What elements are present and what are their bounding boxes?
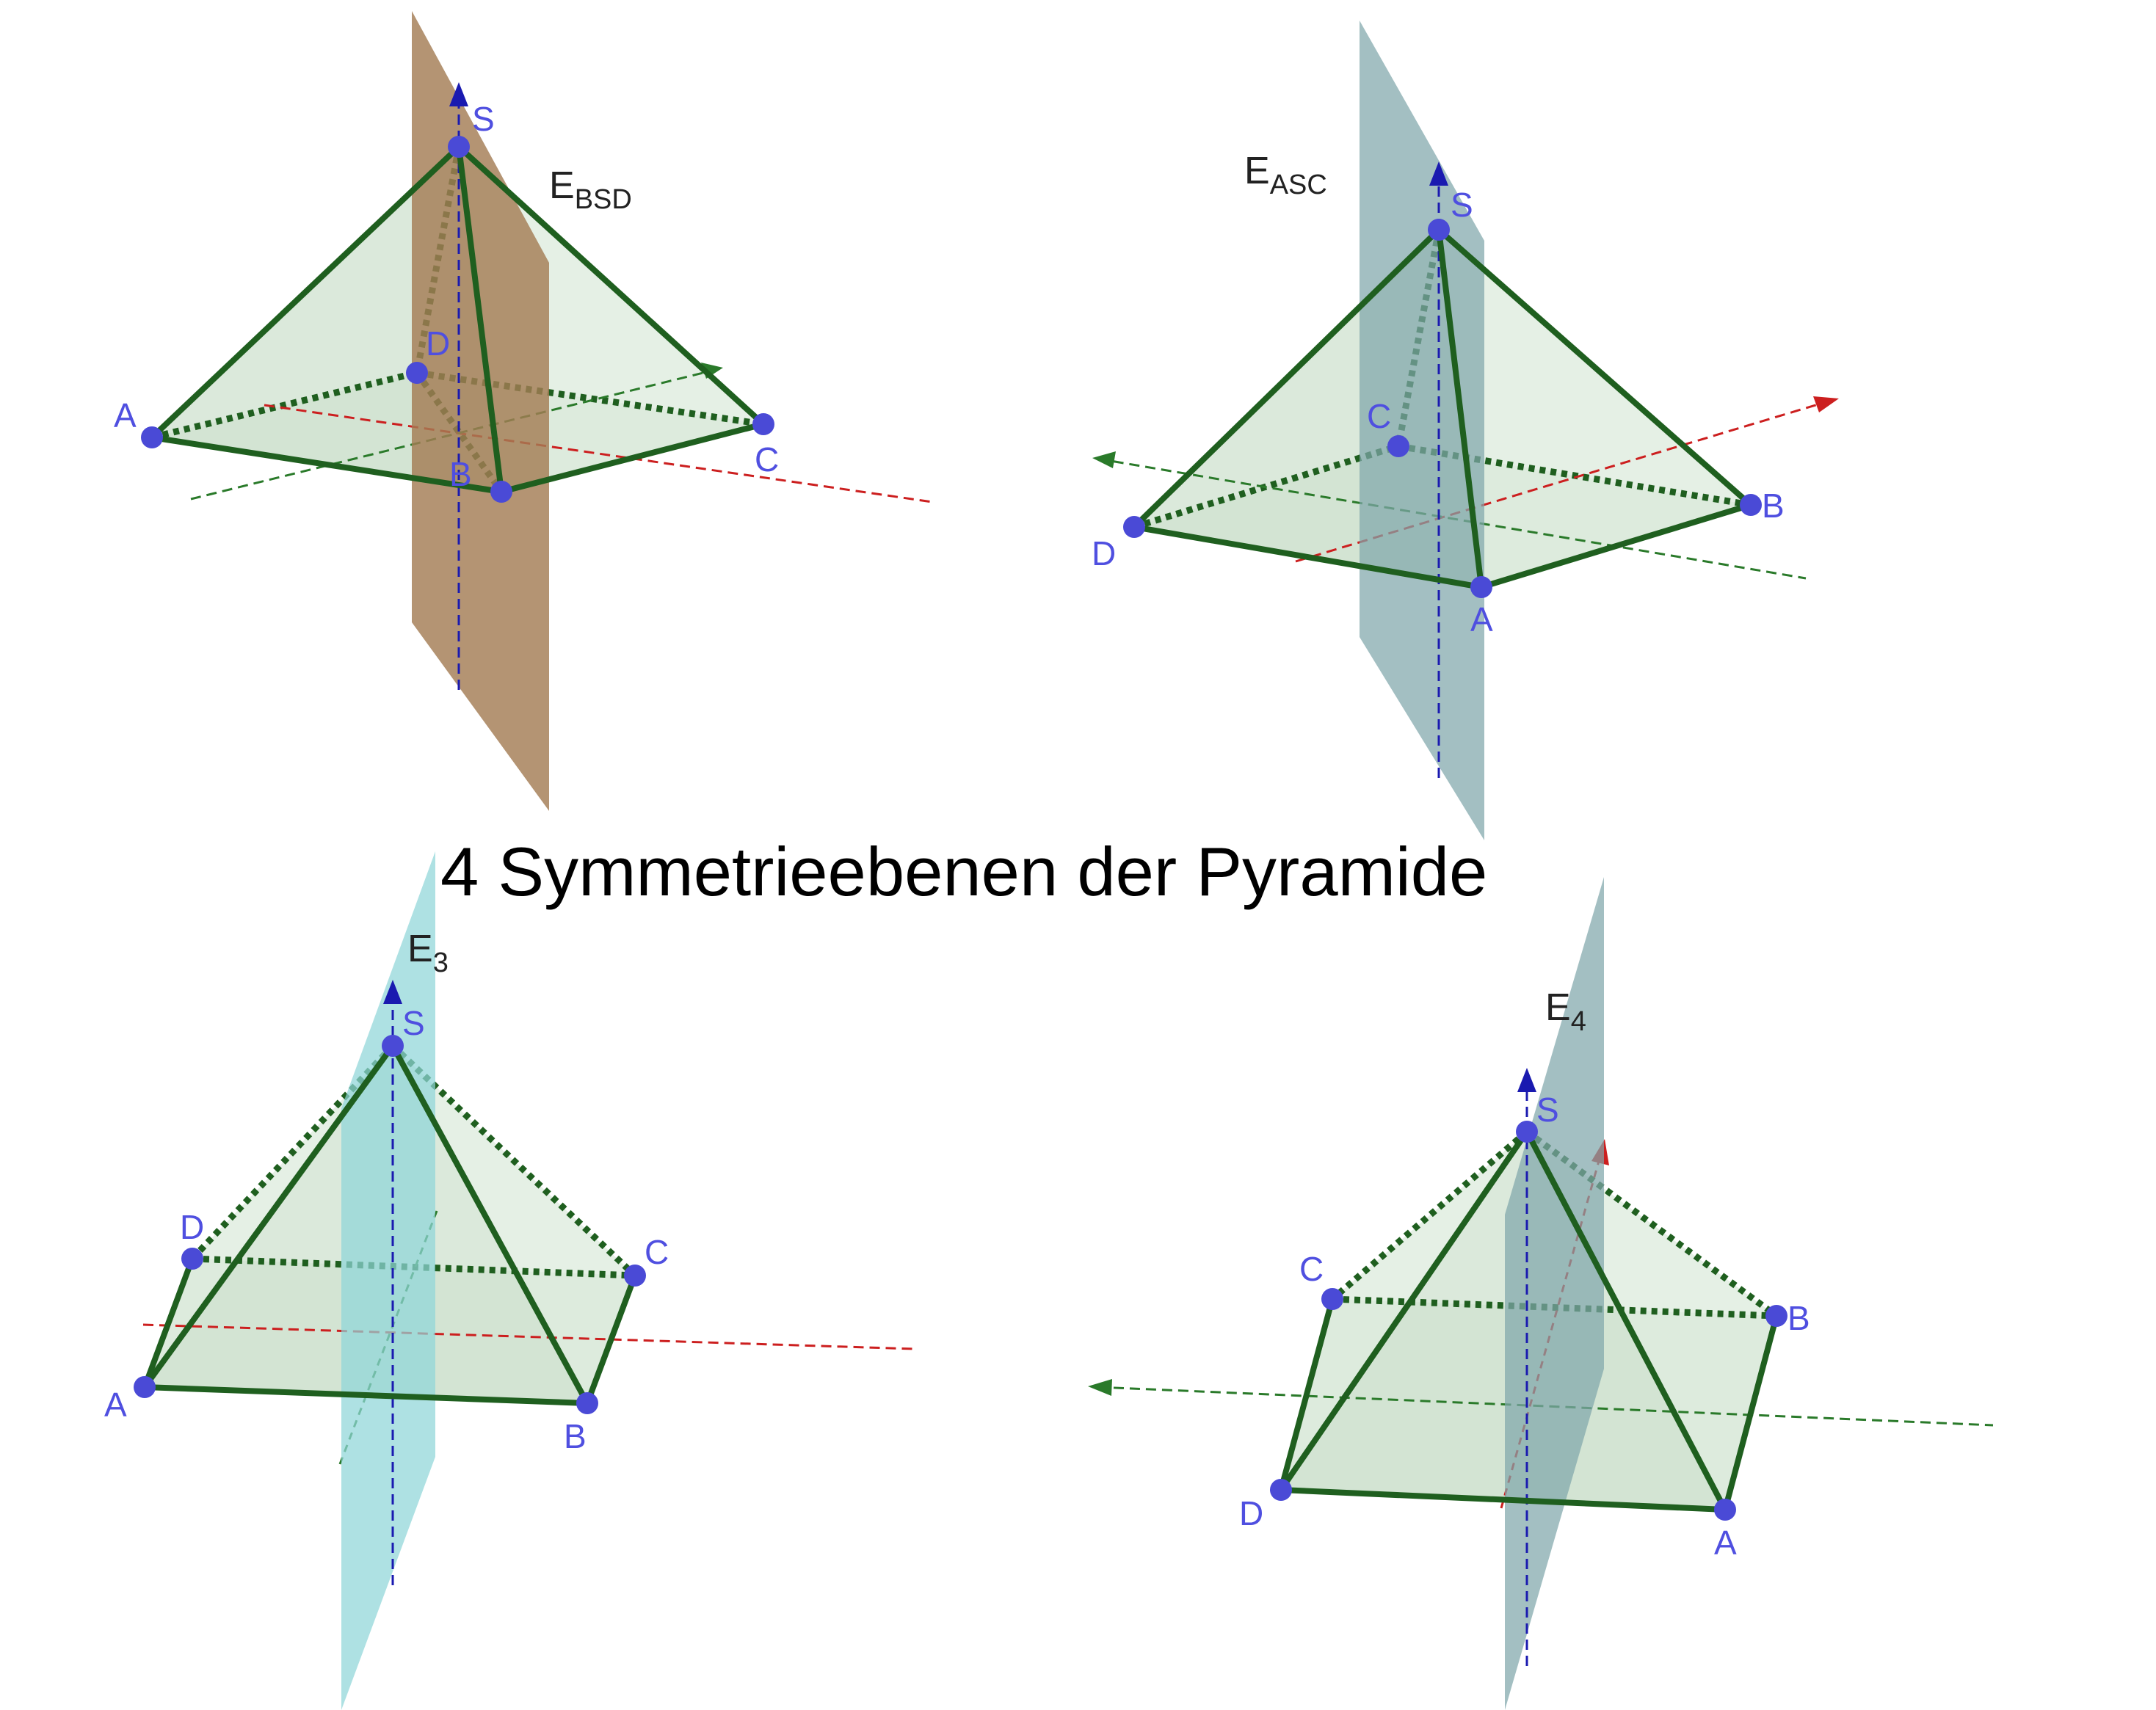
vertex-label-4-D: D (1239, 1494, 1263, 1532)
pyramid-3-face-right (393, 1046, 635, 1403)
pyramid-4-vertices (1270, 1121, 1787, 1521)
panel-3: A B C D S E3 (104, 851, 915, 1710)
vertex-label-2-D: D (1092, 534, 1116, 572)
vertex-label-4-A: A (1714, 1524, 1737, 1562)
plane-2 (1360, 21, 1484, 840)
plane-label-1: EBSD (549, 164, 632, 215)
vertex-label-3-C: C (645, 1233, 669, 1271)
vertex-label-2-B: B (1762, 487, 1785, 525)
plane-3 (341, 851, 435, 1710)
axis-x-2-arrow (1813, 396, 1839, 412)
vertex-label-2-S: S (1451, 186, 1473, 224)
pyramid-2-vertices (1123, 219, 1762, 598)
pyramid-2-edges (1131, 227, 1754, 590)
panel-4: A B C D S E4 (1088, 877, 1994, 1710)
axis-y-4-arrow (1088, 1379, 1112, 1396)
vertex-label-1-A: A (114, 396, 137, 434)
panel-1: A B C D S EBSD (114, 11, 933, 811)
axis-y-2-arrow (1092, 451, 1116, 468)
vertex-label-2-A: A (1470, 600, 1493, 638)
pyramid-1-vertices (141, 136, 774, 503)
vertex-label-4-C: C (1299, 1250, 1324, 1288)
pyramid-2-face-right (1439, 230, 1751, 587)
pyramid-4-edges (1278, 1129, 1779, 1513)
vertex-label-1-S: S (472, 100, 495, 138)
vertex-label-1-D: D (426, 324, 450, 363)
plane-label-3: E3 (407, 928, 449, 978)
vertex-label-1-B: B (449, 455, 472, 493)
plane-1 (412, 11, 549, 811)
axis-z-1-arrow (449, 82, 468, 106)
axis-z-3-arrow (383, 980, 402, 1004)
axis-y-4 (1097, 1386, 1994, 1427)
pyramid-1-edges (149, 144, 766, 495)
plane-label-2: EASC (1244, 150, 1327, 200)
axis-z-2-arrow (1429, 161, 1448, 186)
panel-2: A B C D S EASC (1092, 21, 1839, 840)
vertex-label-3-D: D (180, 1208, 204, 1246)
vertex-label-2-C: C (1367, 397, 1391, 435)
page-title: 4 Symmetrieebenen der Pyramide (440, 833, 1487, 910)
vertex-label-1-C: C (755, 440, 779, 479)
plane-label-4: E4 (1545, 986, 1586, 1037)
vertex-label-4-S: S (1536, 1091, 1559, 1129)
axis-z-4-arrow (1517, 1068, 1536, 1092)
vertex-label-3-B: B (564, 1417, 587, 1455)
vertex-label-4-B: B (1787, 1299, 1810, 1337)
vertex-label-3-A: A (104, 1386, 127, 1424)
pyramid-3-edges (142, 1043, 638, 1406)
vertex-label-3-S: S (402, 1004, 425, 1042)
pyramid-3-vertices (134, 1035, 646, 1414)
axis-x-2 (1295, 402, 1821, 563)
pyramid-4-face-front (1281, 1132, 1725, 1510)
